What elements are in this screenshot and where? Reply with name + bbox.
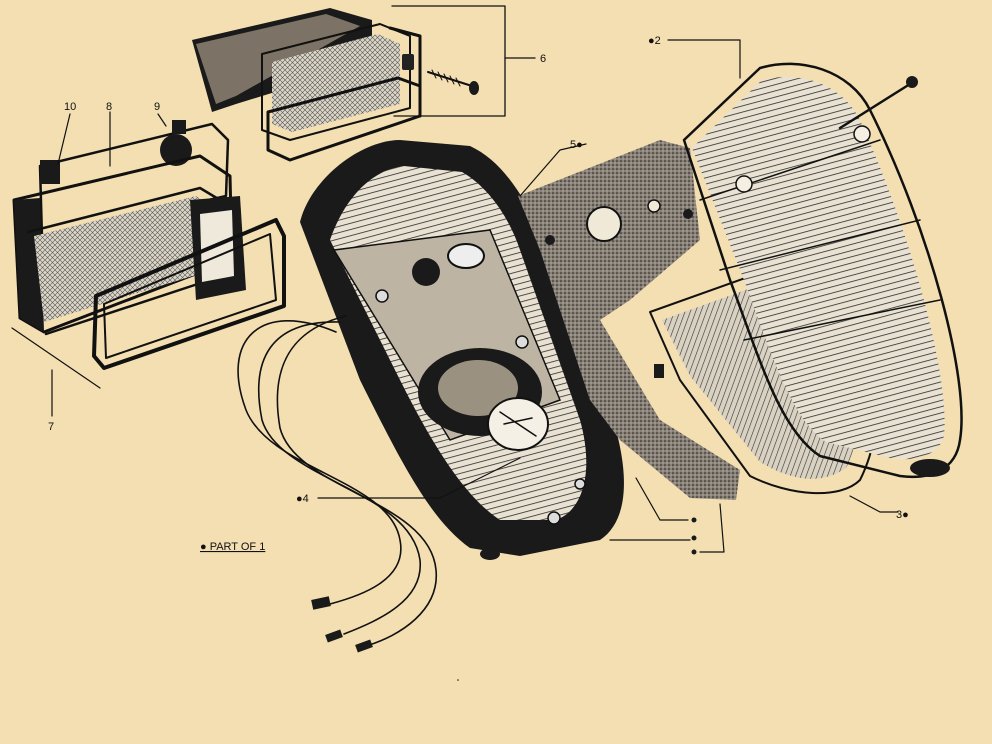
label-part-8: 8 xyxy=(106,101,112,113)
part-labels: ●2 3● ●4 5● 6 7 8 9 10 ● PART OF 1 xyxy=(48,35,909,553)
label-part-3: 3● xyxy=(896,509,909,521)
label-part-5: 5● xyxy=(570,139,583,151)
label-part-10: 10 xyxy=(64,101,76,113)
label-part-2: ●2 xyxy=(648,35,661,47)
part-6-lamp-assembly xyxy=(192,5,536,162)
leader-lines xyxy=(317,39,899,681)
part-of-1-note: ● PART OF 1 xyxy=(200,541,265,553)
label-part-9: 9 xyxy=(154,101,160,113)
wiring-harness xyxy=(237,315,437,653)
label-part-4: ●4 xyxy=(296,493,309,505)
part-5-mounting-plate xyxy=(518,140,740,500)
bullet-dot xyxy=(691,535,697,541)
label-part-7: 7 xyxy=(48,421,54,433)
side-lamp-assembly xyxy=(11,111,286,417)
bullet-dot xyxy=(691,517,697,523)
bullet-dot xyxy=(691,549,697,555)
label-part-6: 6 xyxy=(540,53,546,65)
part-2-ribbed-lens xyxy=(682,62,963,479)
